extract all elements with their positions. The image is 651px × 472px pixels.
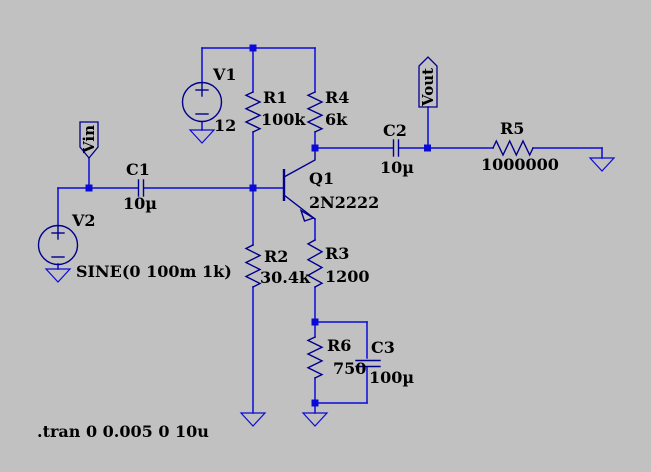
component-value-v1[interactable]: 12 xyxy=(214,116,237,135)
bjt-collector xyxy=(283,150,316,178)
capacitor-c3[interactable] xyxy=(355,359,381,368)
source-body[interactable] xyxy=(181,81,223,123)
resistor-r5[interactable] xyxy=(492,139,534,157)
resistor-r1[interactable] xyxy=(244,91,262,133)
component-label-r4[interactable]: R4 xyxy=(325,88,350,107)
net-label-vin[interactable]: Vin xyxy=(79,125,98,153)
component-value-r6[interactable]: 750 xyxy=(333,359,367,378)
component-label-c1[interactable]: C1 xyxy=(126,160,150,179)
resistor-r3[interactable] xyxy=(306,239,324,288)
capacitor-c1[interactable] xyxy=(137,179,145,197)
component-value-c1[interactable]: 10µ xyxy=(123,194,157,213)
junction-dot xyxy=(249,44,257,52)
ground-symbol[interactable] xyxy=(44,268,72,283)
ground-symbol[interactable] xyxy=(188,129,216,144)
resistor-r4[interactable] xyxy=(306,91,324,133)
ground-symbol[interactable] xyxy=(239,412,267,427)
ground-symbol[interactable] xyxy=(588,157,616,172)
component-value-q1[interactable]: 2N2222 xyxy=(309,193,380,212)
component-value-v2[interactable]: SINE(0 100m 1k) xyxy=(76,262,232,281)
component-label-v1[interactable]: V1 xyxy=(213,65,237,84)
component-label-r5[interactable]: R5 xyxy=(500,119,525,138)
capacitor-c2[interactable] xyxy=(392,139,400,157)
source-body[interactable] xyxy=(37,224,79,266)
component-label-v2[interactable]: V2 xyxy=(72,211,96,230)
net-flag-vin[interactable] xyxy=(79,121,99,160)
junction-dot xyxy=(249,184,257,192)
component-label-r6[interactable]: R6 xyxy=(327,336,352,355)
net-label-vout[interactable]: Vout xyxy=(418,67,437,107)
component-value-c2[interactable]: 10µ xyxy=(380,158,414,177)
resistor-r2[interactable] xyxy=(244,244,262,288)
wires xyxy=(57,47,603,414)
component-value-c3[interactable]: 100µ xyxy=(369,368,415,387)
component-label-r1[interactable]: R1 xyxy=(263,88,288,107)
component-value-r2[interactable]: 30.4k xyxy=(260,268,311,287)
junction-dot xyxy=(311,399,319,407)
ground-symbol[interactable] xyxy=(301,412,329,427)
component-value-r4[interactable]: 6k xyxy=(325,110,348,129)
resistor-r6[interactable] xyxy=(306,336,324,379)
voltage-source-v2[interactable] xyxy=(37,224,79,266)
component-value-r1[interactable]: 100k xyxy=(261,110,306,129)
component-label-q1[interactable]: Q1 xyxy=(309,169,335,188)
component-value-r5[interactable]: 1000000 xyxy=(481,155,559,174)
net-flag-vout[interactable] xyxy=(418,56,438,108)
junction-dot xyxy=(85,184,93,192)
junction-dot xyxy=(311,318,319,326)
component-label-c3[interactable]: C3 xyxy=(371,338,395,357)
junction-dot xyxy=(424,144,431,152)
spice-directive-tran[interactable]: .tran 0 0.005 0 10u xyxy=(37,422,209,441)
bjt-emitter-arrow xyxy=(299,208,316,222)
transistor-q1[interactable] xyxy=(282,150,316,222)
junction-dot xyxy=(311,144,319,152)
component-label-c2[interactable]: C2 xyxy=(383,121,407,140)
voltage-source-v1[interactable] xyxy=(181,81,223,123)
component-value-r3[interactable]: 1200 xyxy=(325,267,370,286)
component-label-r3[interactable]: R3 xyxy=(325,244,350,263)
component-label-r2[interactable]: R2 xyxy=(264,247,289,266)
